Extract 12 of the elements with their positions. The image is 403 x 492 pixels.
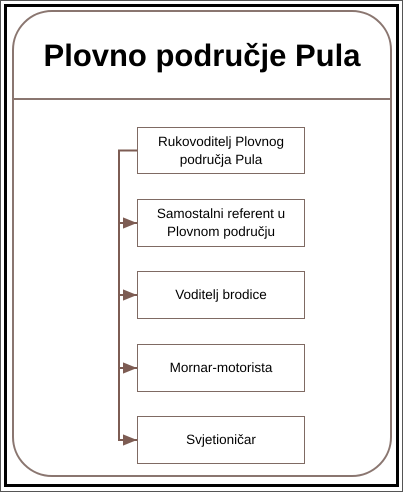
position-title: Svjetioničar	[186, 431, 256, 449]
position-box	[137, 199, 305, 247]
position-title: Samostalni referent u Plovnom području	[156, 205, 286, 241]
position-title: Rukovoditelj Plovnog područja Pula	[156, 132, 286, 168]
position-box	[137, 127, 305, 174]
position-title: Mornar-motorista	[170, 359, 272, 377]
connector-arrow	[118, 150, 137, 446]
position-title: Voditelj brodice	[175, 286, 267, 304]
position-box	[137, 416, 305, 464]
position-box	[137, 271, 305, 319]
position-box	[137, 344, 305, 392]
panel-title: Plovno područje Pula	[42, 37, 362, 75]
